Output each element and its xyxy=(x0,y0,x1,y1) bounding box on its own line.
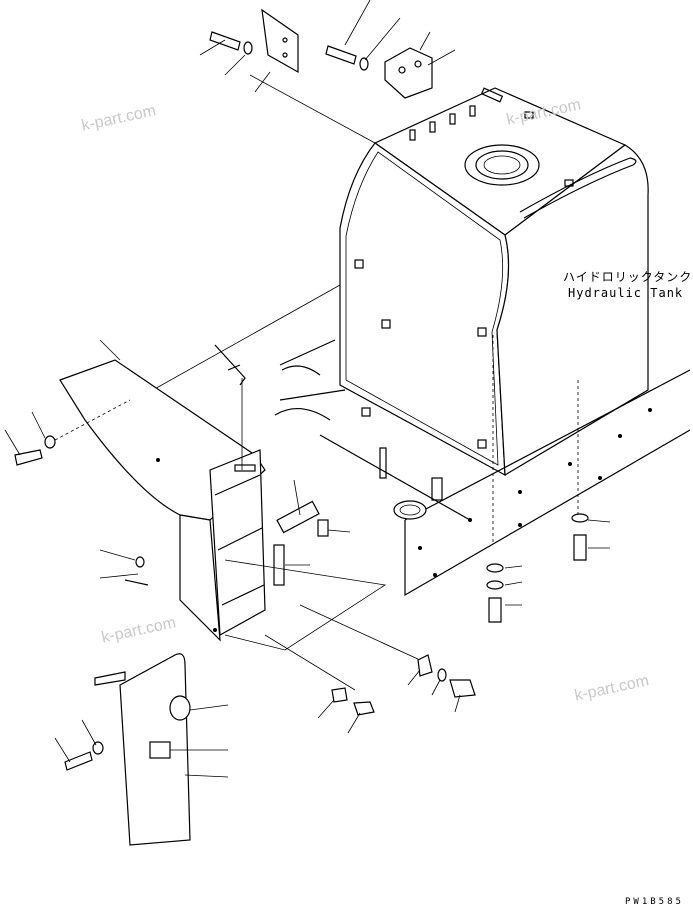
machine-frame xyxy=(274,335,691,597)
tank-label-english: Hydraulic Tank xyxy=(568,286,684,300)
lower-flap xyxy=(54,653,229,846)
drawing-code: PW1B585 xyxy=(625,897,684,907)
top-hardware xyxy=(199,0,456,99)
tank-label-japanese: ハイドロリックタンク xyxy=(563,270,693,284)
left-cover xyxy=(4,339,266,642)
right-hardware xyxy=(317,513,611,734)
spacer-blocks xyxy=(224,479,421,691)
hydraulic-tank xyxy=(134,74,649,477)
